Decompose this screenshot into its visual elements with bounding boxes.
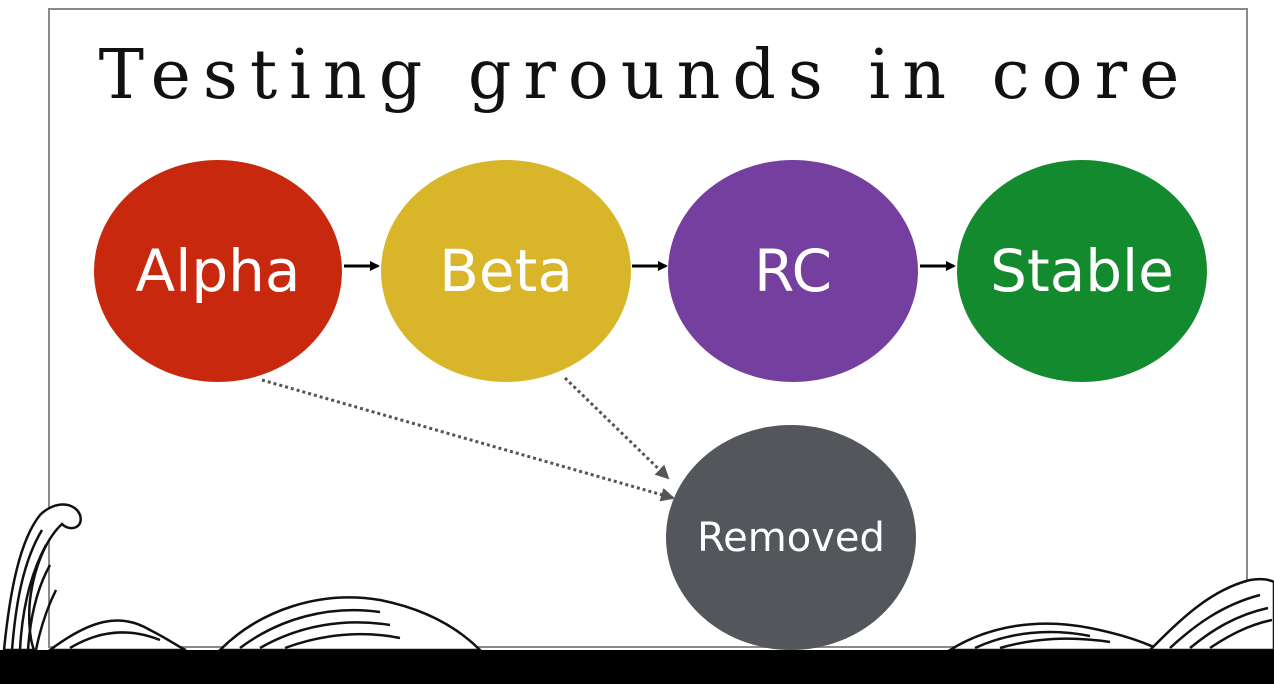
wave-right-icon: [945, 577, 1274, 652]
node-alpha: Alpha: [94, 160, 342, 382]
node-rc: RC: [668, 160, 918, 382]
node-stable-label: Stable: [990, 237, 1174, 305]
node-alpha-label: Alpha: [135, 237, 301, 305]
node-removed: Removed: [666, 425, 916, 650]
edge-alpha-removed: [261, 378, 675, 502]
node-removed-label: Removed: [697, 514, 885, 561]
wave-left-icon: [2, 503, 484, 652]
bottom-bar: [0, 650, 1274, 684]
node-beta-label: Beta: [439, 237, 573, 305]
node-rc-label: RC: [754, 237, 832, 305]
node-stable: Stable: [957, 160, 1207, 382]
node-beta: Beta: [381, 160, 631, 382]
slide-title: Testing grounds in core: [98, 36, 1192, 115]
